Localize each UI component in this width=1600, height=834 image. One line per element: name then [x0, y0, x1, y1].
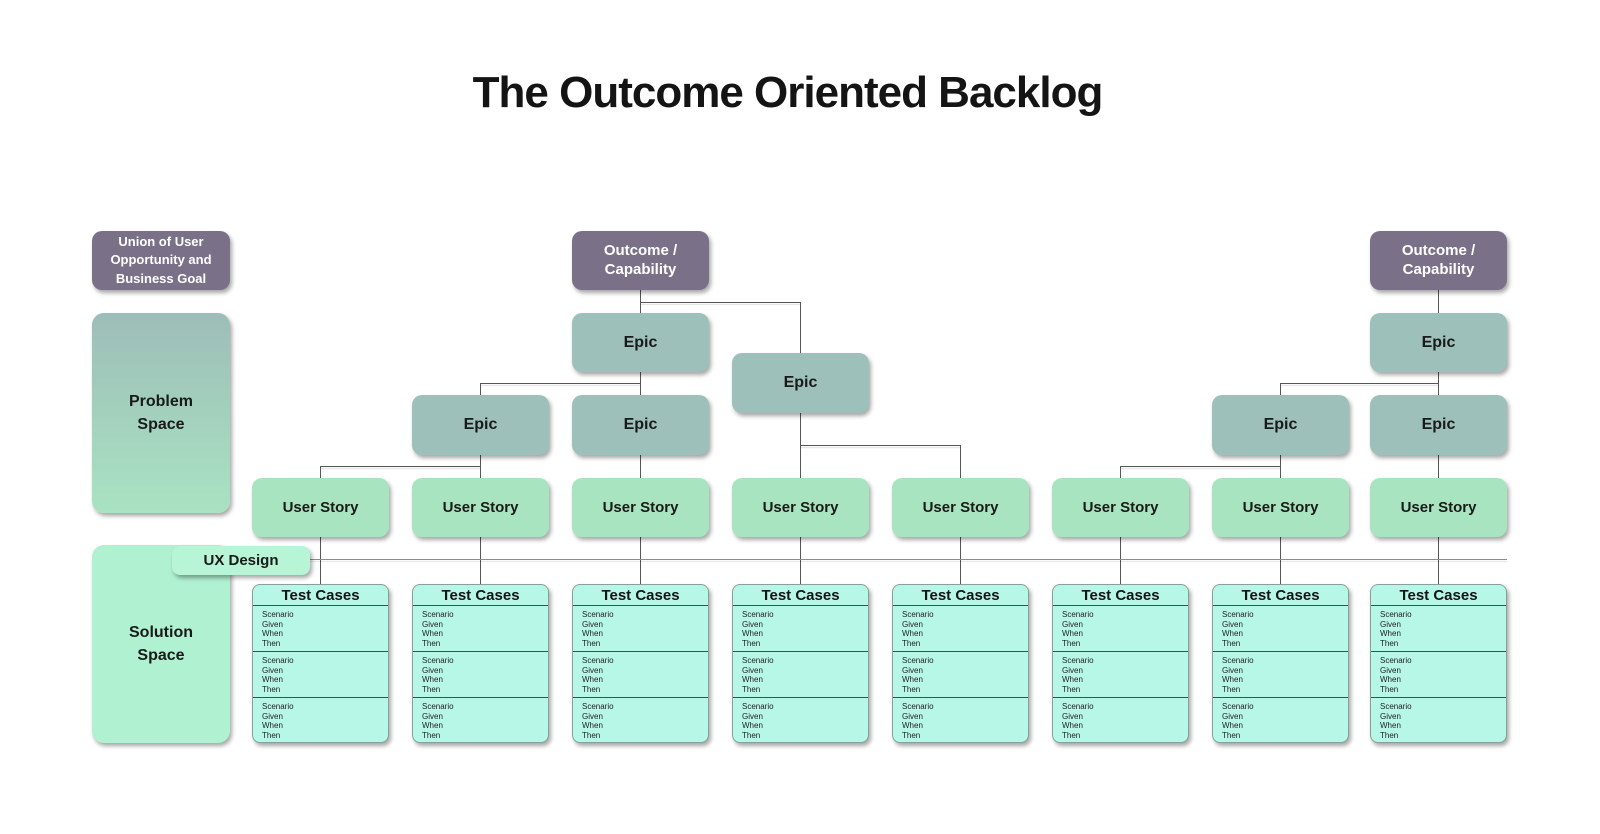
connector-line — [800, 302, 801, 353]
test-case-scenario: Scenario Given When Then — [893, 652, 1028, 698]
test-case-scenario: Scenario Given When Then — [422, 702, 454, 740]
test-cases-box: Test Cases Scenario Given When Then Scen… — [892, 584, 1029, 743]
ux-design-line — [310, 559, 1507, 560]
connector-line — [960, 445, 961, 478]
test-case-scenario: Scenario Given When Then — [1213, 606, 1348, 652]
outcome-capability-box: Outcome / Capability — [572, 231, 709, 290]
connector-line — [320, 466, 321, 478]
test-cases-box: Test Cases Scenario Given When Then Scen… — [252, 584, 389, 743]
test-case-scenario: Scenario Given When Then — [413, 606, 548, 652]
connector-line — [1280, 383, 1438, 384]
connector-line — [800, 445, 960, 446]
test-case-scenario: Scenario Given When Then — [1053, 652, 1188, 698]
user-story-box: User Story — [1212, 478, 1349, 537]
connector-line — [320, 537, 321, 584]
problem-space-box: Problem Space — [92, 313, 230, 513]
connector-line — [640, 372, 641, 395]
test-case-scenario: Scenario Given When Then — [573, 652, 708, 698]
connector-line — [800, 537, 801, 584]
test-case-scenario: Scenario Given When Then — [1053, 606, 1188, 652]
test-case-scenario: Scenario Given When Then — [1380, 702, 1412, 740]
test-case-scenario: Scenario Given When Then — [733, 606, 868, 652]
connector-line — [1438, 290, 1439, 313]
test-cases-title: Test Cases — [733, 585, 868, 606]
connector-line — [1280, 537, 1281, 584]
test-case-scenario: Scenario Given When Then — [1222, 702, 1254, 740]
test-case-scenario: Scenario Given When Then — [742, 702, 774, 740]
test-cases-box: Test Cases Scenario Given When Then Scen… — [732, 584, 869, 743]
test-cases-title: Test Cases — [893, 585, 1028, 606]
user-story-box: User Story — [572, 478, 709, 537]
epic-box: Epic — [1212, 395, 1349, 455]
test-cases-box: Test Cases Scenario Given When Then Scen… — [412, 584, 549, 743]
test-case-scenario: Scenario Given When Then — [1062, 702, 1094, 740]
connector-line — [640, 455, 641, 478]
user-story-box: User Story — [732, 478, 869, 537]
outcome-capability-box: Outcome / Capability — [1370, 231, 1507, 290]
connector-line — [320, 466, 480, 467]
connector-line — [1438, 537, 1439, 584]
user-story-box: User Story — [412, 478, 549, 537]
test-case-scenario: Scenario Given When Then — [573, 606, 708, 652]
solution-space-box: Solution Space — [92, 545, 230, 743]
connector-line — [1280, 383, 1281, 395]
test-cases-title: Test Cases — [413, 585, 548, 606]
test-cases-title: Test Cases — [1213, 585, 1348, 606]
test-case-scenario: Scenario Given When Then — [1213, 652, 1348, 698]
epic-box: Epic — [572, 395, 709, 455]
ux-design-box: UX Design — [172, 546, 310, 575]
test-case-scenario: Scenario Given When Then — [1371, 652, 1506, 698]
test-cases-box: Test Cases Scenario Given When Then Scen… — [1212, 584, 1349, 743]
test-case-scenario: Scenario Given When Then — [902, 702, 934, 740]
connector-line — [1120, 466, 1280, 467]
connector-line — [480, 383, 481, 395]
epic-box: Epic — [572, 313, 709, 372]
test-case-scenario: Scenario Given When Then — [262, 702, 294, 740]
test-cases-title: Test Cases — [253, 585, 388, 606]
epic-box: Epic — [1370, 395, 1507, 455]
epic-box: Epic — [1370, 313, 1507, 372]
test-case-scenario: Scenario Given When Then — [1371, 606, 1506, 652]
connector-line — [640, 537, 641, 584]
connector-line — [480, 383, 640, 384]
test-cases-box: Test Cases Scenario Given When Then Scen… — [572, 584, 709, 743]
page-title: The Outcome Oriented Backlog — [472, 68, 1104, 117]
connector-line — [1280, 455, 1281, 478]
test-cases-title: Test Cases — [573, 585, 708, 606]
test-cases-box: Test Cases Scenario Given When Then Scen… — [1052, 584, 1189, 743]
epic-box: Epic — [412, 395, 549, 455]
test-case-scenario: Scenario Given When Then — [413, 652, 548, 698]
test-case-scenario: Scenario Given When Then — [893, 606, 1028, 652]
test-case-scenario: Scenario Given When Then — [253, 652, 388, 698]
user-story-box: User Story — [892, 478, 1029, 537]
connector-line — [1438, 455, 1439, 478]
connector-line — [640, 290, 641, 313]
test-case-scenario: Scenario Given When Then — [582, 702, 614, 740]
connector-line — [1120, 537, 1121, 584]
user-story-box: User Story — [1370, 478, 1507, 537]
connector-line — [640, 302, 800, 303]
union-box: Union of User Opportunity and Business G… — [92, 231, 230, 290]
test-cases-title: Test Cases — [1371, 585, 1506, 606]
user-story-box: User Story — [252, 478, 389, 537]
connector-line — [1120, 466, 1121, 478]
test-case-scenario: Scenario Given When Then — [733, 652, 868, 698]
test-cases-box: Test Cases Scenario Given When Then Scen… — [1370, 584, 1507, 743]
test-case-scenario: Scenario Given When Then — [253, 606, 388, 652]
user-story-box: User Story — [1052, 478, 1189, 537]
connector-line — [480, 537, 481, 584]
connector-line — [480, 455, 481, 478]
connector-line — [1438, 372, 1439, 395]
test-cases-title: Test Cases — [1053, 585, 1188, 606]
problem-space-label: Problem Space — [128, 392, 193, 433]
solution-space-label: Solution Space — [129, 623, 193, 664]
connector-line — [960, 537, 961, 584]
epic-box: Epic — [732, 353, 869, 413]
